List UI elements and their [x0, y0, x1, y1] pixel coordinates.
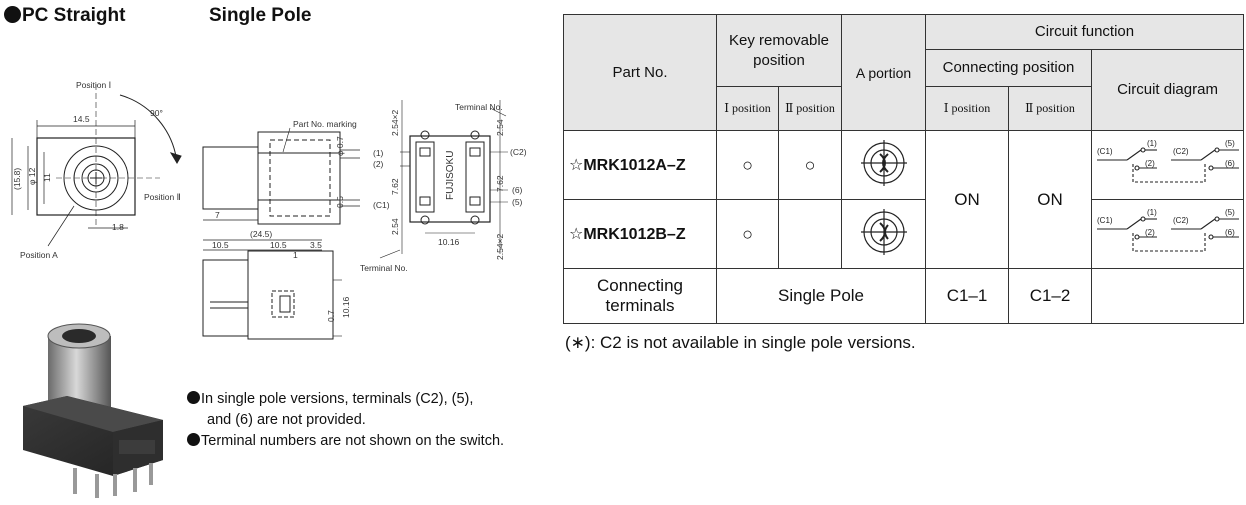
a-portion-cell: [841, 130, 927, 200]
lower-side-drawing: [202, 239, 342, 340]
dim-35: 3.5: [310, 240, 322, 250]
subheader-conn-pos1: Ⅰ position: [925, 86, 1010, 131]
circuit-diagram-cell: (C1) (1) (2) (C2) (5) (6): [1091, 130, 1245, 200]
circuit-diagram-a: (C1) (1) (2) (C2) (5) (6): [1096, 139, 1239, 183]
dim-1016: 10.16: [438, 237, 460, 247]
header-key-removable: Key removable position: [715, 14, 843, 87]
label-angle: 90°: [150, 108, 163, 118]
table-footer-row: Connecting terminals Single Pole C1–1 C1…: [563, 268, 1245, 324]
part-no-cell: ☆MRK1012B–Z: [563, 199, 717, 269]
bullet-icon: [187, 391, 200, 404]
footer-c1: C1–1: [925, 268, 1010, 324]
terminal-view-drawing: [379, 100, 508, 259]
svg-text:(C1): (C1): [1097, 147, 1113, 156]
footer-pole: Single Pole: [715, 268, 927, 324]
side-view-drawing: [202, 127, 360, 225]
header-circuit-function: Circuit function: [925, 14, 1245, 50]
dim-245: (24.5): [250, 229, 272, 239]
dim-254x2-bottom: 2.54×2: [495, 233, 505, 260]
header-connecting-position: Connecting position: [925, 49, 1093, 87]
subheader-conn-pos2: Ⅱ position: [1008, 86, 1093, 131]
svg-text:(1): (1): [1147, 208, 1157, 217]
key-pos1-cell: ○: [716, 130, 779, 200]
dim-105a: 10.5: [212, 240, 229, 250]
dim-07: 0.7: [326, 310, 336, 322]
dim-105b: 10.5: [270, 240, 287, 250]
label-t5: (5): [512, 197, 523, 207]
svg-text:(2): (2): [1145, 159, 1155, 168]
subheader-key-pos1: Ⅰ position: [716, 86, 779, 131]
circuit-diagram-b: (C1) (1) (2) (C2) (5) (6): [1096, 208, 1239, 252]
header-part-no: Part No.: [563, 14, 717, 131]
svg-text:(1): (1): [1147, 139, 1157, 148]
dim-phi07: φ 0.7: [335, 136, 345, 156]
svg-text:(C1): (C1): [1097, 216, 1113, 225]
subheader-key-pos2: Ⅱ position: [777, 86, 843, 131]
key-pos1-cell: ○: [716, 199, 779, 269]
svg-text:(5): (5): [1225, 208, 1235, 217]
svg-text:(6): (6): [1225, 159, 1235, 168]
conn-pos1-value: ON: [925, 130, 1010, 269]
footer-label: Connecting terminals: [563, 268, 717, 324]
notes: In single pole versions, terminals (C2),…: [187, 389, 504, 452]
header-a-portion: A portion: [841, 14, 927, 131]
svg-text:(5): (5): [1225, 139, 1235, 148]
label-tc1: (C1): [373, 200, 390, 210]
footer-empty: [1091, 268, 1245, 324]
part-no-cell: ☆MRK1012A–Z: [563, 130, 717, 200]
dim-small: 1.8: [112, 222, 124, 232]
label-tc2: (C2): [510, 147, 527, 157]
note-1-cont: and (6) are not provided.: [207, 412, 366, 428]
dim-762-right: 7.62: [495, 175, 505, 192]
table-row: ☆MRK1012A–Z ○ ○ ON ON: [563, 130, 1245, 269]
svg-text:(C2): (C2): [1173, 216, 1189, 225]
circuit-diagram-cell: (C1) (1) (2) (C2) (5) (6): [1091, 199, 1245, 269]
label-position-a: Position A: [20, 250, 58, 260]
dim-width: 14.5: [73, 114, 90, 124]
section-title: PC Straight: [4, 5, 125, 27]
dim-1: 1: [293, 250, 298, 260]
dim-height: (15.8): [12, 168, 22, 190]
footnote: (∗): C2 is not available in single pole …: [565, 333, 916, 352]
dim-254-left: 2.54: [390, 218, 400, 235]
bullet-icon: [187, 433, 200, 446]
spec-table: Part No. Key removable position A portio…: [563, 14, 1245, 324]
dim-762-left: 7.62: [390, 178, 400, 195]
label-t2: (2): [373, 159, 384, 169]
dim-lower-1016: 10.16: [341, 296, 351, 318]
label-terminal-no-bottom: Terminal No.: [360, 263, 408, 273]
label-t1: (1): [373, 148, 384, 158]
key-pos2-cell: ○: [777, 130, 843, 200]
a-portion-symbol-icon: [860, 208, 907, 255]
table-row: ☆MRK1012B–Z ○: [563, 199, 1245, 269]
key-pos2-cell: [777, 199, 843, 269]
dim-254x2-top: 2.54×2: [390, 109, 400, 136]
note-2: Terminal numbers are not shown on the sw…: [187, 431, 504, 452]
dim-inner: 11: [42, 173, 52, 182]
conn-pos2-value: ON: [1008, 130, 1093, 269]
switch-photo: [23, 323, 163, 498]
svg-text:(2): (2): [1145, 228, 1155, 237]
label-terminal-no-top: Terminal No.: [455, 102, 503, 112]
label-position-1: Position Ⅰ: [76, 80, 111, 90]
brand-marking: FUJISOKU: [445, 151, 456, 200]
front-view-drawing: [11, 84, 182, 247]
note-1: In single pole versions, terminals (C2),…: [187, 389, 504, 410]
label-part-no-marking: Part No. marking: [293, 119, 357, 129]
pole-title: Single Pole: [209, 5, 312, 26]
dim-diameter: φ 12: [27, 167, 37, 185]
header-circuit-diagram: Circuit diagram: [1091, 49, 1245, 131]
dim-254-top: 2.54: [495, 119, 505, 136]
label-t6: (6): [512, 185, 523, 195]
a-portion-cell: [841, 199, 927, 269]
bullet-icon: [4, 6, 21, 23]
footer-c2: C1–2: [1008, 268, 1093, 324]
dim-05: 0.5: [335, 196, 345, 208]
svg-text:(6): (6): [1225, 228, 1235, 237]
a-portion-symbol-icon: [860, 139, 907, 186]
dim-7: 7: [215, 210, 220, 220]
dimension-drawings: Position Ⅰ Position Ⅱ Position A 90° 14.…: [11, 80, 527, 340]
label-position-2: Position Ⅱ: [144, 192, 181, 202]
svg-text:(C2): (C2): [1173, 147, 1189, 156]
